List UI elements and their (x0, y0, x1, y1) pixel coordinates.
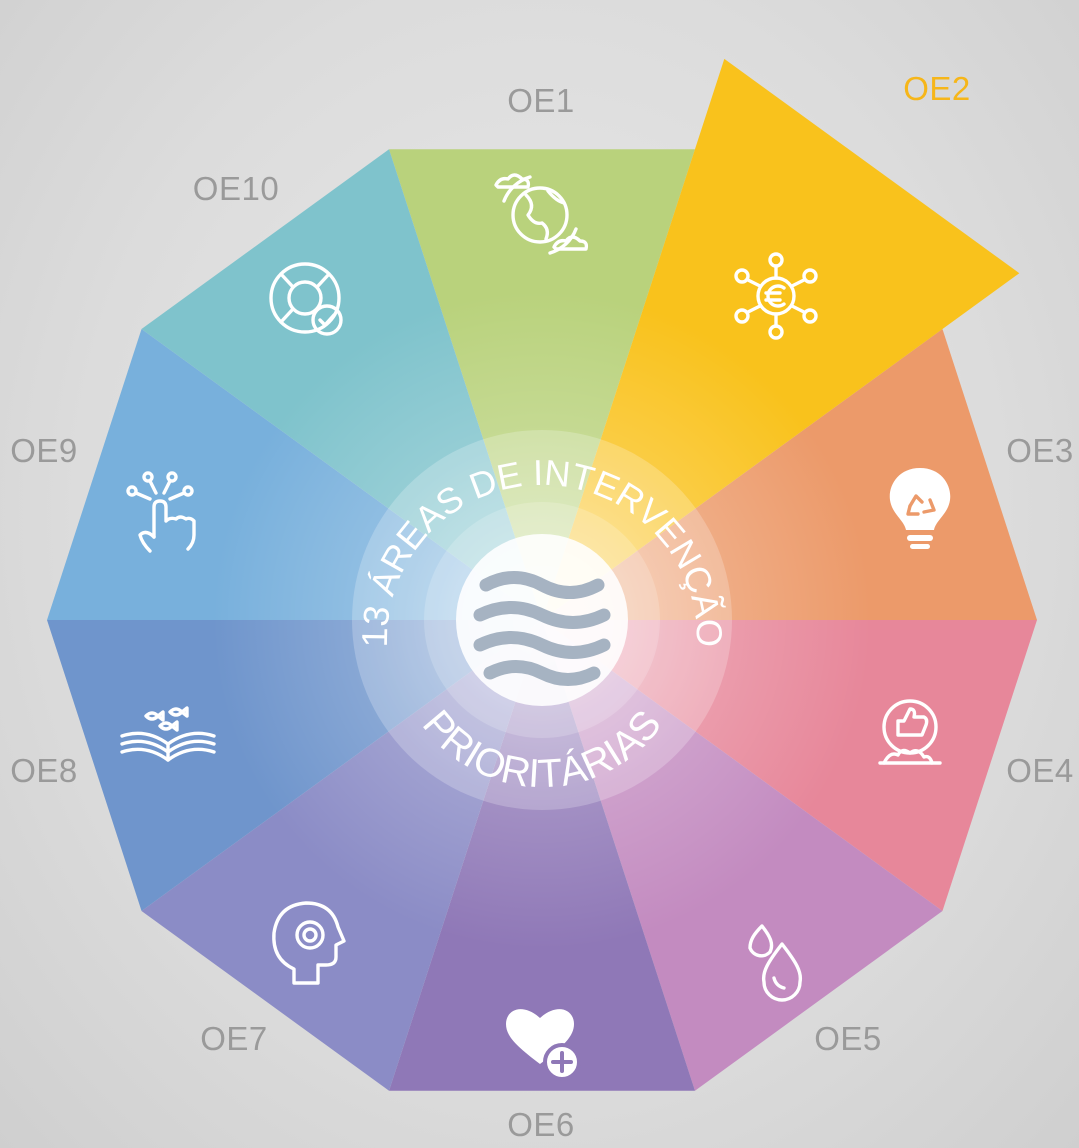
segment-label-oe10[interactable]: OE10 (193, 170, 279, 207)
recycle-lightbulb-icon (889, 468, 951, 549)
segment-label-oe3[interactable]: OE3 (1006, 432, 1074, 469)
segment-label-oe4[interactable]: OE4 (1006, 752, 1074, 789)
waves-logo-icon (473, 571, 611, 686)
heart-plus-icon (506, 1009, 581, 1081)
water-drops-icon (748, 924, 803, 1002)
book-fish-icon (120, 706, 216, 762)
segment-label-oe8[interactable]: OE8 (10, 752, 78, 789)
thumbs-up-food-icon (878, 699, 942, 765)
lifebuoy-check-icon (269, 262, 343, 336)
segment-label-oe7[interactable]: OE7 (200, 1020, 268, 1057)
center-badge: 13 ÁREAS DE INTERVENÇÃO PRIORITÁRIAS (352, 430, 732, 810)
globe-weather-icon (494, 173, 589, 255)
segment-label-oe2[interactable]: OE2 (903, 70, 971, 107)
segment-label-oe6[interactable]: OE6 (507, 1106, 575, 1143)
segment-label-oe9[interactable]: OE9 (10, 432, 78, 469)
head-gear-icon (272, 901, 346, 985)
segment-label-oe1[interactable]: OE1 (507, 82, 575, 119)
touch-network-icon (126, 471, 196, 553)
segment-label-oe5[interactable]: OE5 (814, 1020, 882, 1057)
euro-network-icon (734, 252, 818, 340)
